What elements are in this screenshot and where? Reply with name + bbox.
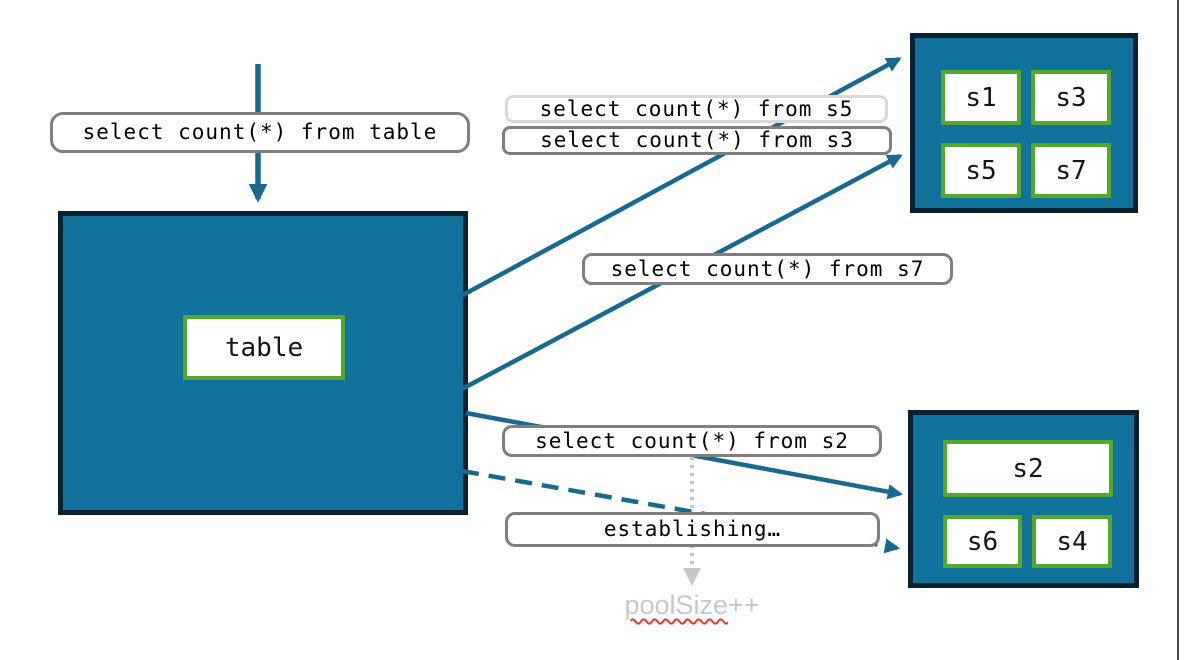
pool-slot-s5: s5 [941, 143, 1021, 198]
query-label-s7: select count(*) from s7 [582, 253, 953, 285]
status-label-establishing: establishing… [505, 512, 880, 547]
query-label-s5: select count(*) from s5 [505, 95, 888, 123]
poolsize-note-suffix: ++ [728, 590, 760, 620]
pool-slot-s3: s3 [1031, 70, 1111, 125]
connection-pool-top: s1 s3 s5 s7 [910, 33, 1138, 213]
pool-slot-s6: s6 [943, 515, 1022, 568]
table-label-box: table [183, 315, 345, 380]
poolsize-note: poolSize++ [592, 590, 792, 621]
query-label-s3: select count(*) from s3 [502, 126, 892, 155]
connection-pool-bottom: s2 s6 s4 [908, 410, 1139, 588]
window-edge-line [1177, 0, 1179, 660]
poolsize-arrowhead-icon [683, 568, 701, 586]
pool-slot-s2: s2 [943, 440, 1113, 497]
poolsize-note-text: poolSize [624, 590, 729, 620]
query-label-table: select count(*) from table [50, 112, 470, 153]
pool-slot-s1: s1 [941, 70, 1021, 125]
table-shape: table [58, 211, 468, 515]
table-label: table [224, 332, 304, 363]
arrow-establishing-dashed-icon [461, 468, 901, 554]
query-label-s2: select count(*) from s2 [502, 425, 882, 457]
pool-slot-s4: s4 [1032, 515, 1112, 568]
pool-slot-s7: s7 [1031, 143, 1111, 198]
